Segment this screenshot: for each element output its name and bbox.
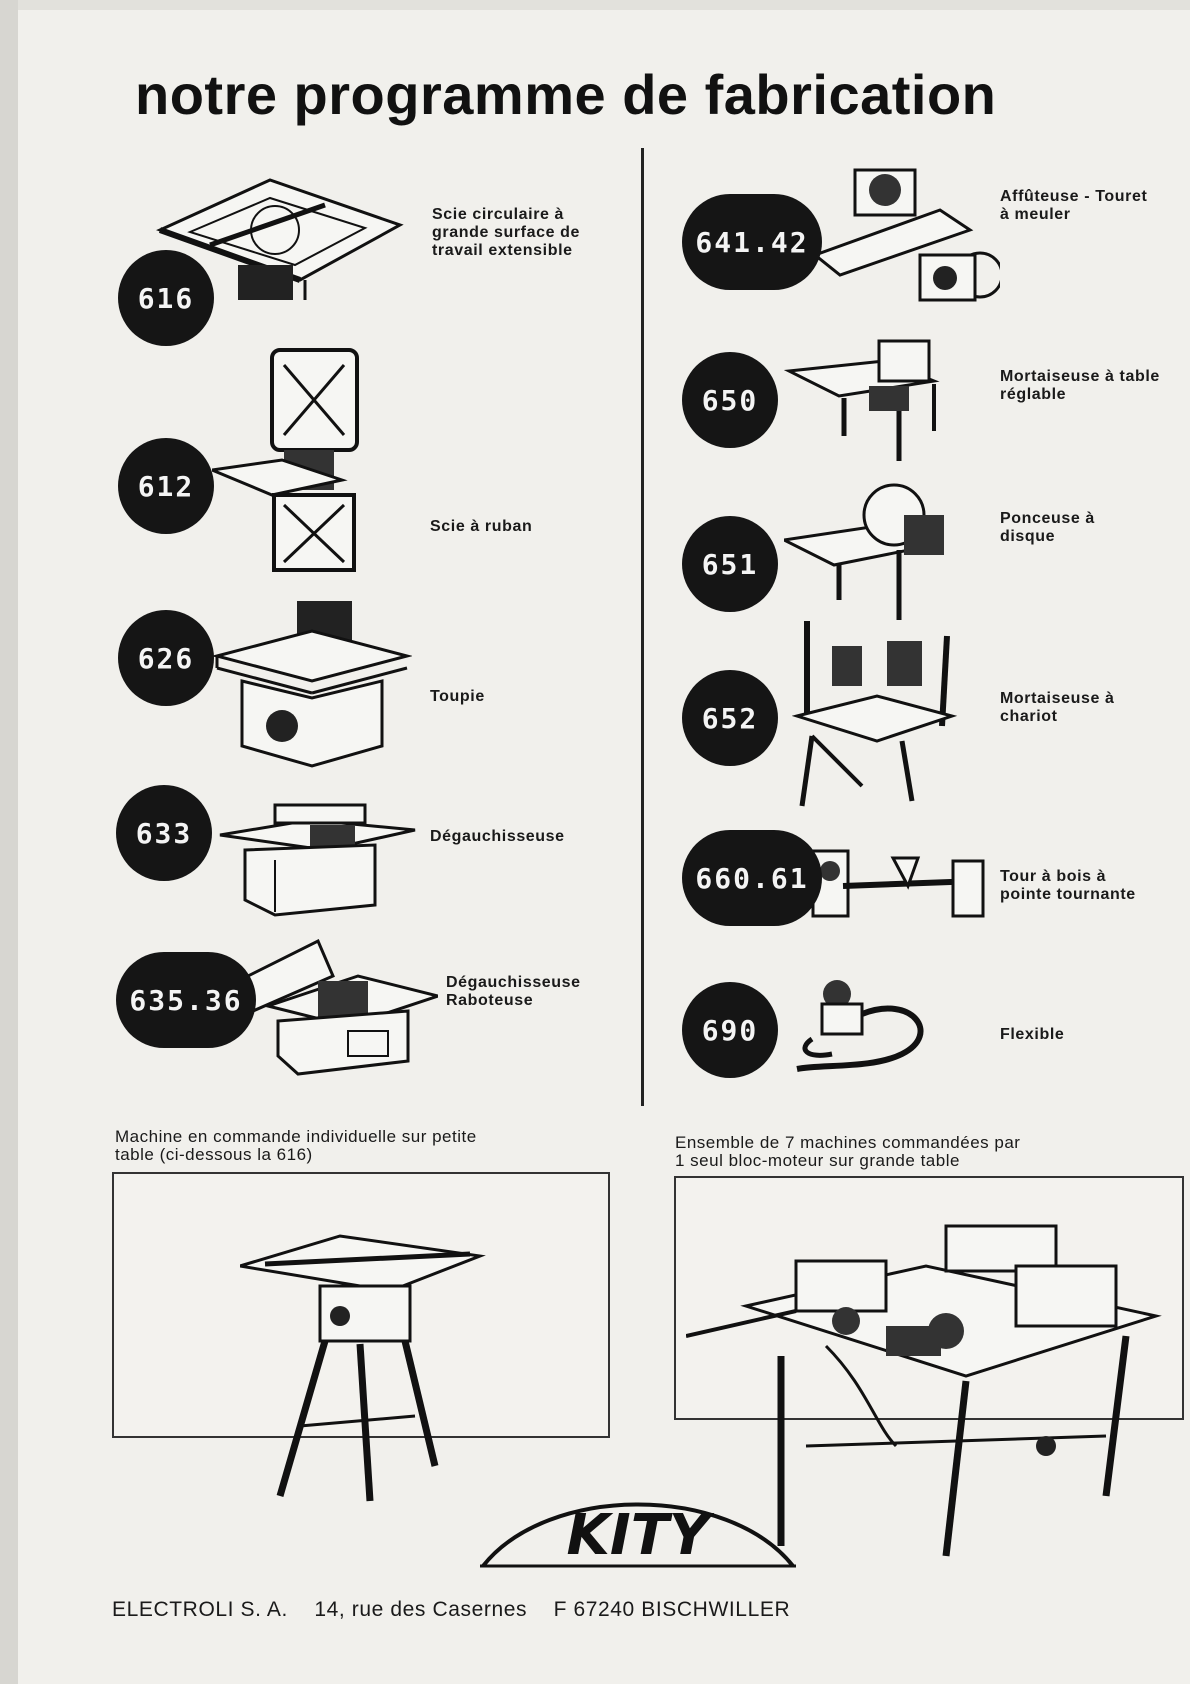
footer-company: ELECTROLI S. A. xyxy=(112,1598,288,1621)
label-690: Flexible xyxy=(1000,1026,1065,1043)
carriage-mortiser-icon xyxy=(792,621,958,807)
column-divider xyxy=(641,148,644,1106)
label-633: Dégauchisseuse xyxy=(430,828,565,845)
badge-690: 690 xyxy=(682,982,778,1078)
badge-616: 616 xyxy=(118,250,214,346)
kity-logo: KITY xyxy=(480,1502,796,1568)
grinder-icon xyxy=(811,168,1000,302)
circular-saw-icon xyxy=(156,178,404,300)
badge-641-42: 641.42 xyxy=(682,194,822,290)
saw-on-stand-icon xyxy=(240,1234,486,1502)
spindle-moulder-icon xyxy=(212,601,412,768)
badge-612: 612 xyxy=(118,438,214,534)
badge-651: 651 xyxy=(682,516,778,612)
footer-city: F 67240 BISCHWILLER xyxy=(553,1598,791,1621)
band-saw-icon xyxy=(212,348,359,572)
badge-635-36: 635.36 xyxy=(116,952,256,1048)
badge-652: 652 xyxy=(682,670,778,766)
combined-table-icon xyxy=(686,1224,1162,1557)
page-title: notre programme de fabrication xyxy=(135,63,997,126)
label-626: Toupie xyxy=(430,688,485,705)
wood-lathe-icon xyxy=(811,849,985,918)
label-612: Scie à ruban xyxy=(430,518,533,535)
planer-thicknesser-icon xyxy=(238,938,438,1076)
footer-address: ELECTROLI S. A. 14, rue des Casernes F 6… xyxy=(112,1598,810,1622)
badge-650: 650 xyxy=(682,352,778,448)
badge-660-61: 660.61 xyxy=(682,830,822,926)
badge-633: 633 xyxy=(116,785,212,881)
disc-sander-icon xyxy=(784,483,944,620)
badge-626: 626 xyxy=(118,610,214,706)
caption-left: Machine en commande individuelle sur pet… xyxy=(115,1127,477,1164)
svg-text:KITY: KITY xyxy=(567,1503,715,1568)
mortiser-table-icon xyxy=(784,339,940,461)
footer-street: 14, rue des Casernes xyxy=(314,1598,528,1621)
flexible-shaft-icon xyxy=(796,980,924,1072)
jointer-icon xyxy=(219,803,416,917)
